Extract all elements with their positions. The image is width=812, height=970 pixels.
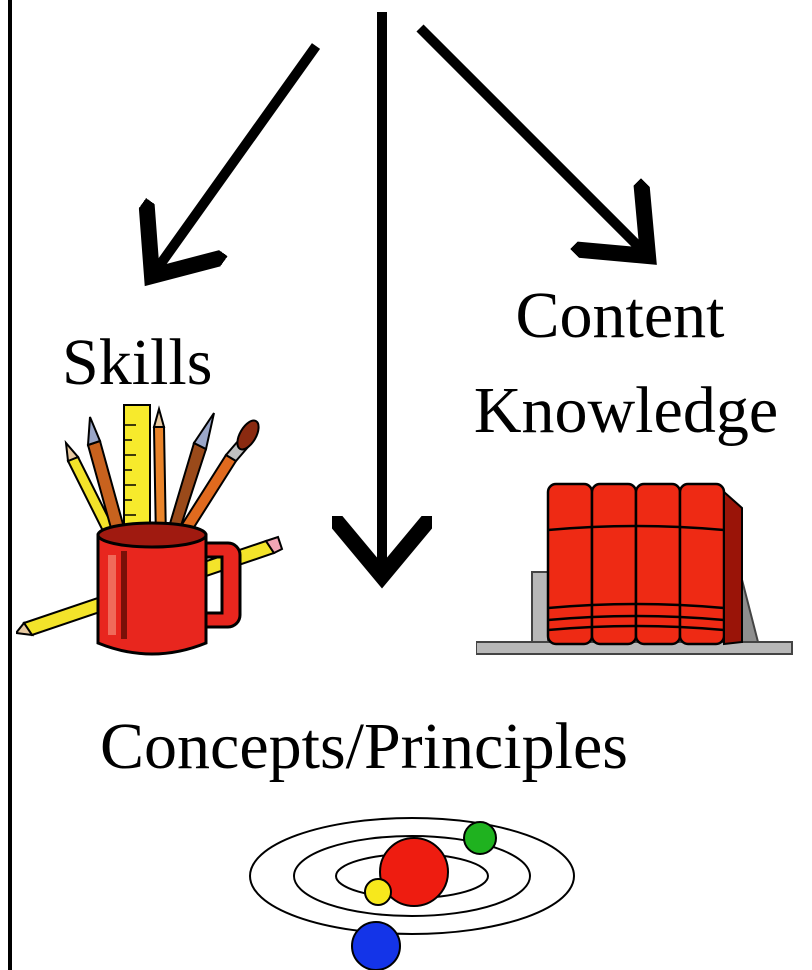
sun <box>379 837 449 907</box>
solar-system-icon <box>249 817 575 970</box>
pencil-cup-icon <box>16 404 284 656</box>
arrow-to-skills <box>152 43 321 276</box>
content-knowledge-label-line1: Content <box>515 279 725 352</box>
left-border-line <box>8 0 12 970</box>
concepts-principles-label: Concepts/Principles <box>100 710 628 783</box>
content-knowledge-label-line2: Knowledge <box>473 374 779 447</box>
planet-green <box>463 821 497 855</box>
skills-label: Skills <box>62 326 213 399</box>
planet-yellow <box>364 878 392 906</box>
arrow-to-content <box>416 24 648 256</box>
books-icon <box>476 482 793 655</box>
red-mug <box>96 521 242 656</box>
planet-blue <box>351 921 401 970</box>
